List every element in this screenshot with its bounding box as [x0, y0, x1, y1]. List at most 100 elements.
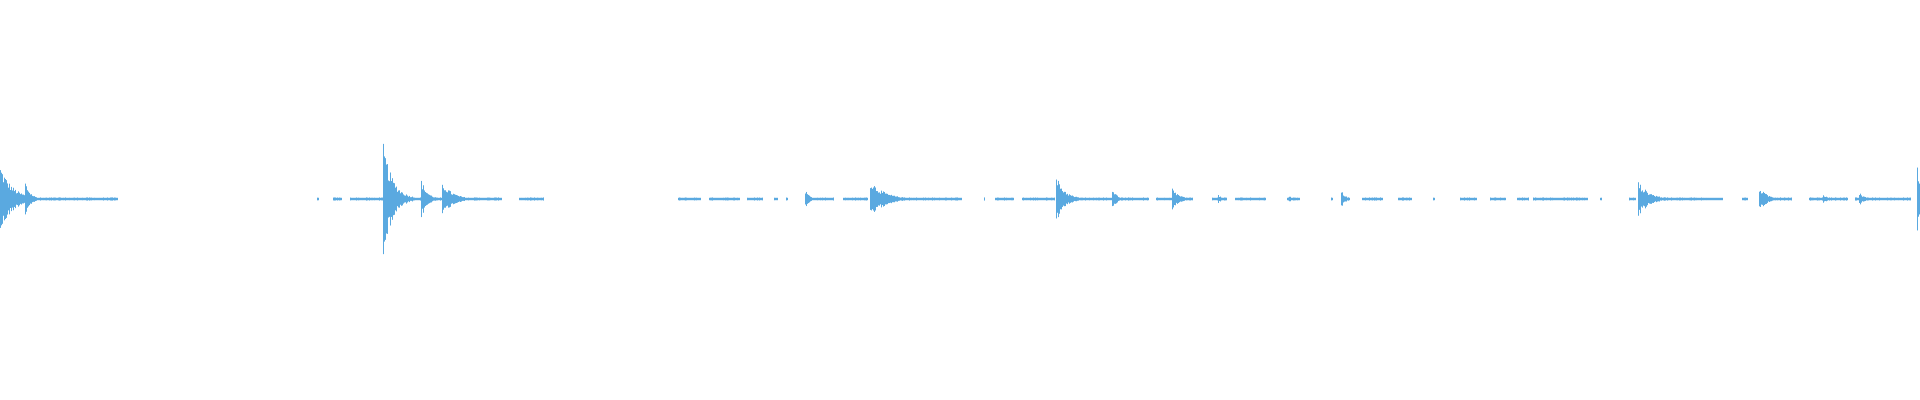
waveform-bar [1600, 197, 1601, 201]
waveform-bar [1836, 197, 1837, 201]
waveform-bar [1552, 197, 1553, 201]
waveform-bar [952, 197, 953, 201]
waveform-bar [1720, 197, 1721, 201]
waveform-bar [1820, 197, 1821, 201]
waveform-bar [1236, 197, 1237, 201]
waveform-bar [1494, 197, 1495, 201]
waveform-bar [1694, 197, 1695, 201]
waveform-bar [1692, 197, 1693, 201]
waveform-bar [1331, 197, 1332, 201]
waveform-bar [390, 172, 391, 226]
waveform-bar [843, 197, 844, 201]
waveform-bar [1837, 197, 1838, 201]
waveform-bar [1763, 191, 1764, 207]
waveform-bar [1159, 197, 1160, 201]
waveform-bar [753, 197, 754, 201]
waveform-bar [1041, 197, 1042, 201]
waveform-bar [897, 196, 898, 202]
waveform-bar [680, 197, 681, 201]
waveform-bar [1880, 197, 1881, 201]
waveform-bar [1242, 197, 1243, 201]
waveform-bar [724, 197, 725, 201]
waveform-bar [425, 191, 426, 207]
waveform-bar [931, 197, 932, 201]
waveform-bar [1466, 197, 1467, 201]
waveform-bar [1845, 197, 1846, 201]
waveform-bar [1500, 197, 1501, 201]
waveform-bar [1048, 197, 1049, 201]
waveform-bar [1864, 196, 1865, 202]
waveform-bar [1141, 197, 1142, 201]
waveform-bar [697, 197, 698, 201]
waveform-bar [62, 197, 63, 201]
waveform-bar [443, 188, 444, 210]
waveform-bar [1747, 197, 1748, 201]
waveform-bar [1068, 195, 1069, 203]
waveform-bar [984, 197, 985, 201]
waveform-bar [1006, 197, 1007, 201]
waveform-bar [862, 197, 863, 201]
waveform-bar [1238, 197, 1239, 201]
waveform-bar [1192, 197, 1193, 201]
waveform-bar [881, 190, 882, 208]
waveform-bar [67, 197, 68, 201]
waveform-bar [734, 197, 735, 201]
waveform-bar [1029, 197, 1030, 201]
waveform-bar [911, 197, 912, 201]
waveform-bar [1174, 192, 1175, 206]
waveform-bar [1176, 195, 1177, 203]
waveform-bar [737, 197, 738, 201]
waveform-bar [385, 158, 386, 240]
waveform-bar [1875, 197, 1876, 201]
waveform-bar [490, 197, 491, 201]
waveform-bar [39, 197, 40, 201]
waveform-bar [35, 196, 36, 202]
waveform-bar [1862, 196, 1863, 202]
waveform-bar [110, 197, 111, 201]
waveform-bar [1811, 197, 1812, 201]
waveform-bar [1889, 197, 1890, 201]
waveform-bar [1065, 191, 1066, 207]
waveform-bar [725, 197, 726, 201]
waveform-bar [1139, 197, 1140, 201]
waveform-bar [1876, 197, 1877, 201]
waveform-bar [542, 197, 543, 201]
waveform-bar [1177, 194, 1178, 204]
waveform-bar [955, 197, 956, 201]
waveform-bar [1265, 197, 1266, 201]
waveform-bar [1809, 197, 1810, 201]
waveform-bar [1771, 196, 1772, 202]
waveform-bar [82, 197, 83, 201]
waveform-bar [1780, 197, 1781, 201]
waveform-bar [27, 190, 28, 208]
waveform-bar [816, 197, 817, 201]
waveform-bar [445, 190, 446, 208]
waveform-bar [392, 178, 393, 220]
waveform-bar [1473, 197, 1474, 201]
waveform-bar [944, 197, 945, 201]
waveform-bar [1556, 197, 1557, 201]
waveform-bar [729, 197, 730, 201]
waveform-bar [1054, 197, 1055, 201]
waveform-bar [415, 197, 416, 201]
waveform-bar [1825, 197, 1826, 201]
waveform-bar [1492, 197, 1493, 201]
waveform-bar [1527, 197, 1528, 201]
waveform-bar [1223, 197, 1224, 201]
waveform-bar [1917, 167, 1918, 231]
waveform-bar [487, 197, 488, 201]
waveform-bar [1522, 197, 1523, 201]
waveform-bar [1559, 197, 1560, 201]
waveform-bar [867, 197, 868, 201]
waveform-bar [1669, 197, 1670, 201]
waveform-bar [1821, 197, 1822, 201]
waveform-bar [1009, 197, 1010, 201]
waveform-bar [1027, 197, 1028, 201]
waveform-bar [1682, 197, 1683, 201]
waveform-bar [1583, 197, 1584, 201]
waveform-bar [405, 195, 406, 203]
waveform-bar [1702, 197, 1703, 201]
waveform-bar [1214, 197, 1215, 201]
